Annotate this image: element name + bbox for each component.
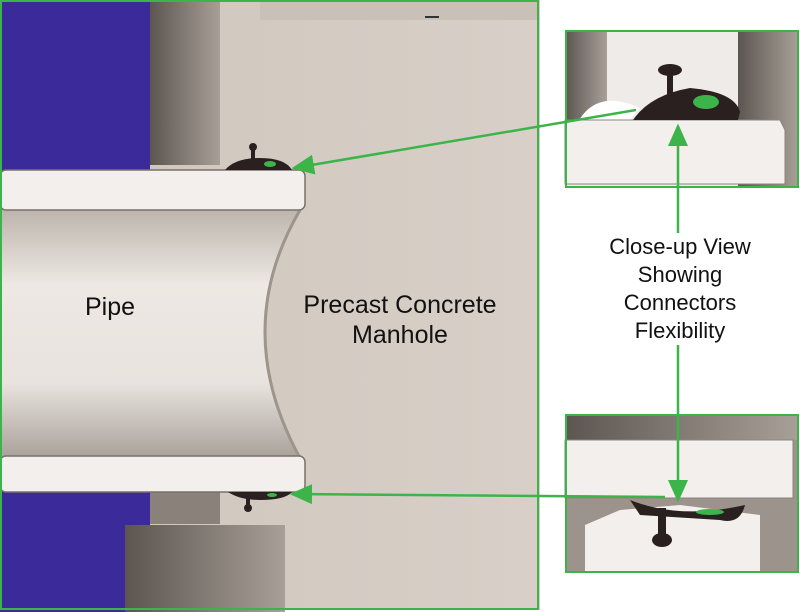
pipe-body [0,210,300,458]
blue-region-top [0,0,150,172]
arrow-to-top-connector [291,108,637,175]
pipe-label: Pipe [84,293,136,321]
manhole-label: Precast Concrete Manhole [270,290,530,350]
connector-top-icon [225,143,292,170]
connector-closeup-bottom-icon [630,500,745,547]
manhole-label-line2: Manhole [352,321,448,349]
manhole-label-line1: Precast Concrete [303,291,497,319]
connector-bottom-icon [228,492,292,512]
pipe-wall-bottom [0,455,306,493]
main-frame [0,0,539,610]
arrow-to-bottom-connector [289,484,666,505]
closeup-label: Close-up View Showing Connectors Flexibi… [575,233,785,345]
closeup-label-line1: Close-up View [609,234,751,259]
closeup-bottom [564,414,799,573]
closeup-top [564,30,799,188]
closeup-label-line4: Flexibility [634,318,726,343]
closeup-label-line3: Connectors [623,290,737,315]
closeup-label-line2: Showing [637,262,723,287]
main-section [0,0,540,612]
connector-closeup-top-icon [633,64,740,120]
pipe-wall-top [0,169,306,211]
